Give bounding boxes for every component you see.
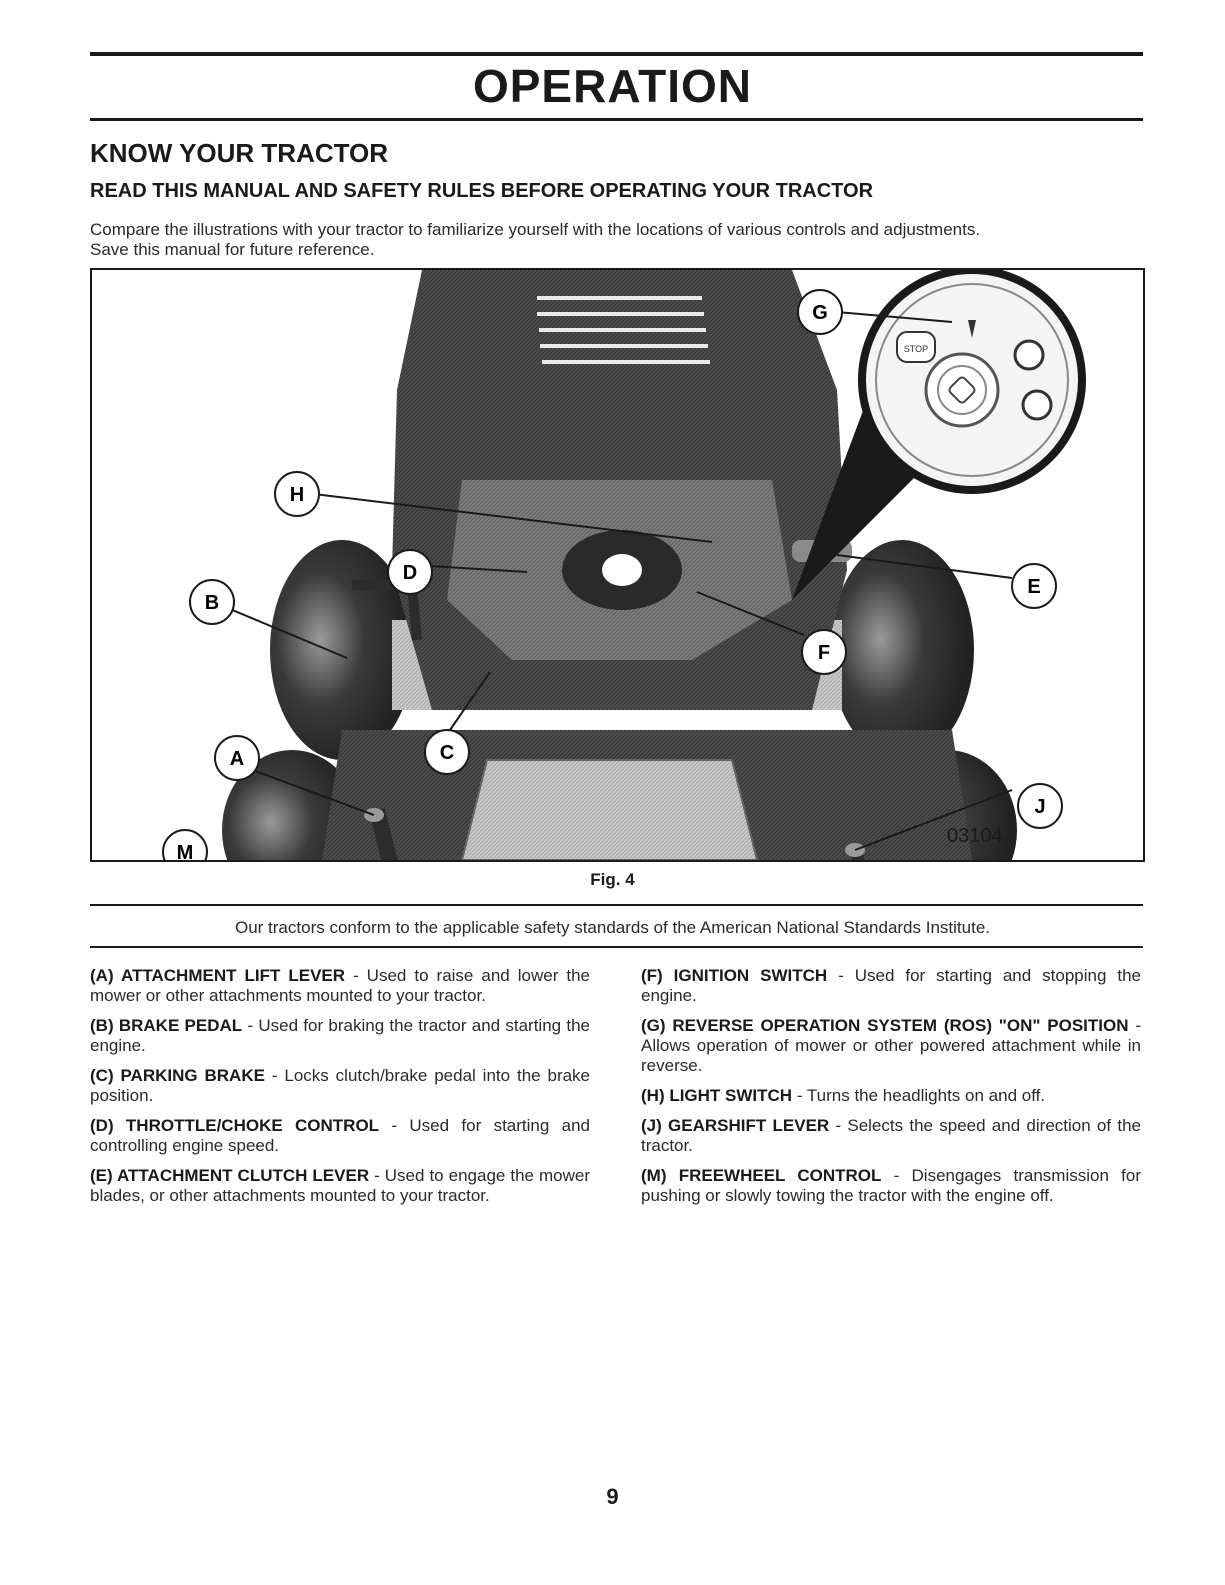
steering-hub (602, 554, 642, 586)
intro-line-2: Save this manual for future reference. (90, 240, 375, 259)
standards-note: Our tractors conform to the applicable s… (234, 918, 990, 937)
callout-j-label: J (1034, 796, 1045, 818)
ignition-magnifier: STOP (792, 270, 1086, 600)
section-heading: KNOW YOUR TRACTOR (90, 138, 389, 168)
note-rule-top (90, 904, 1143, 906)
callout-m-label: M (177, 842, 194, 860)
desc-throttle-choke: (D) THROTTLE/CHOKE CONTROL - Used for st… (90, 1116, 591, 1155)
callout-e: E (1011, 563, 1057, 609)
callout-d: D (387, 549, 433, 595)
hood-vents (537, 296, 710, 364)
top-rule (90, 52, 1143, 56)
desc-attachment-clutch-lever: (E) ATTACHMENT CLUTCH LEVER - Used to en… (90, 1166, 590, 1205)
callout-b-label: B (205, 592, 219, 614)
intro-paragraph: Compare the illustrations with your trac… (90, 220, 1145, 260)
desc-gearshift-lever: (J) GEARSHIFT LEVER - Selects the speed … (641, 1116, 1142, 1155)
tractor-illustration: STOP G H (162, 270, 1086, 860)
desc-parking-brake: (C) PARKING BRAKE - Locks clutch/brake p… (90, 1066, 591, 1105)
attachment-lift-lever-shape (369, 808, 398, 860)
note-rule-bottom (90, 946, 1143, 948)
descriptions-left-column: (A) ATTACHMENT LIFT LEVER - Used to rais… (90, 966, 590, 1216)
callout-b: B (189, 579, 235, 625)
descriptions-right-column: (F) IGNITION SWITCH - Used for starting … (641, 966, 1141, 1216)
callout-a-label: A (230, 748, 244, 770)
desc-freewheel-control: (M) FREEWHEEL CONTROL - Disengages trans… (641, 1166, 1141, 1205)
desc-brake-pedal: (B) BRAKE PEDAL - Used for braking the t… (90, 1016, 590, 1055)
sub-heading: READ THIS MANUAL AND SAFETY RULES BEFORE… (90, 180, 874, 202)
page-number: 9 (606, 1484, 619, 1509)
desc-ros-on-position: (G) REVERSE OPERATION SYSTEM (ROS) "ON" … (641, 1016, 1141, 1075)
callout-c: C (424, 729, 470, 775)
desc-ignition-switch: (F) IGNITION SWITCH - Used for starting … (641, 966, 1141, 1005)
callout-a: A (214, 735, 260, 781)
tractor-controls-figure: STOP G H (90, 268, 1145, 862)
callout-f: F (801, 629, 847, 675)
right-front-tire (830, 540, 974, 760)
callout-f-label: F (818, 642, 830, 664)
stop-label: STOP (904, 344, 928, 354)
callout-c-label: C (440, 742, 454, 764)
callout-leader-lines (217, 311, 1013, 851)
callout-j: J (1017, 783, 1063, 829)
callout-h: H (274, 471, 320, 517)
page-title: OPERATION (472, 60, 753, 112)
callout-g: G (797, 289, 843, 335)
callout-g-label: G (812, 302, 828, 324)
desc-light-switch: (H) LIGHT SWITCH - Turns the headlights … (641, 1086, 1046, 1105)
battery-cover (460, 759, 759, 860)
callout-d-label: D (403, 562, 417, 584)
callout-m: M (162, 829, 208, 860)
intro-line-1: Compare the illustrations with your trac… (90, 220, 981, 239)
figure-code: 03104 (947, 825, 1003, 847)
desc-attachment-lift-lever: (A) ATTACHMENT LIFT LEVER - Used to rais… (90, 966, 590, 1005)
callout-h-label: H (290, 484, 304, 506)
left-front-tire (270, 540, 414, 760)
figure-caption: Fig. 4 (590, 870, 635, 889)
callout-e-label: E (1027, 576, 1040, 598)
title-underline (90, 118, 1143, 121)
